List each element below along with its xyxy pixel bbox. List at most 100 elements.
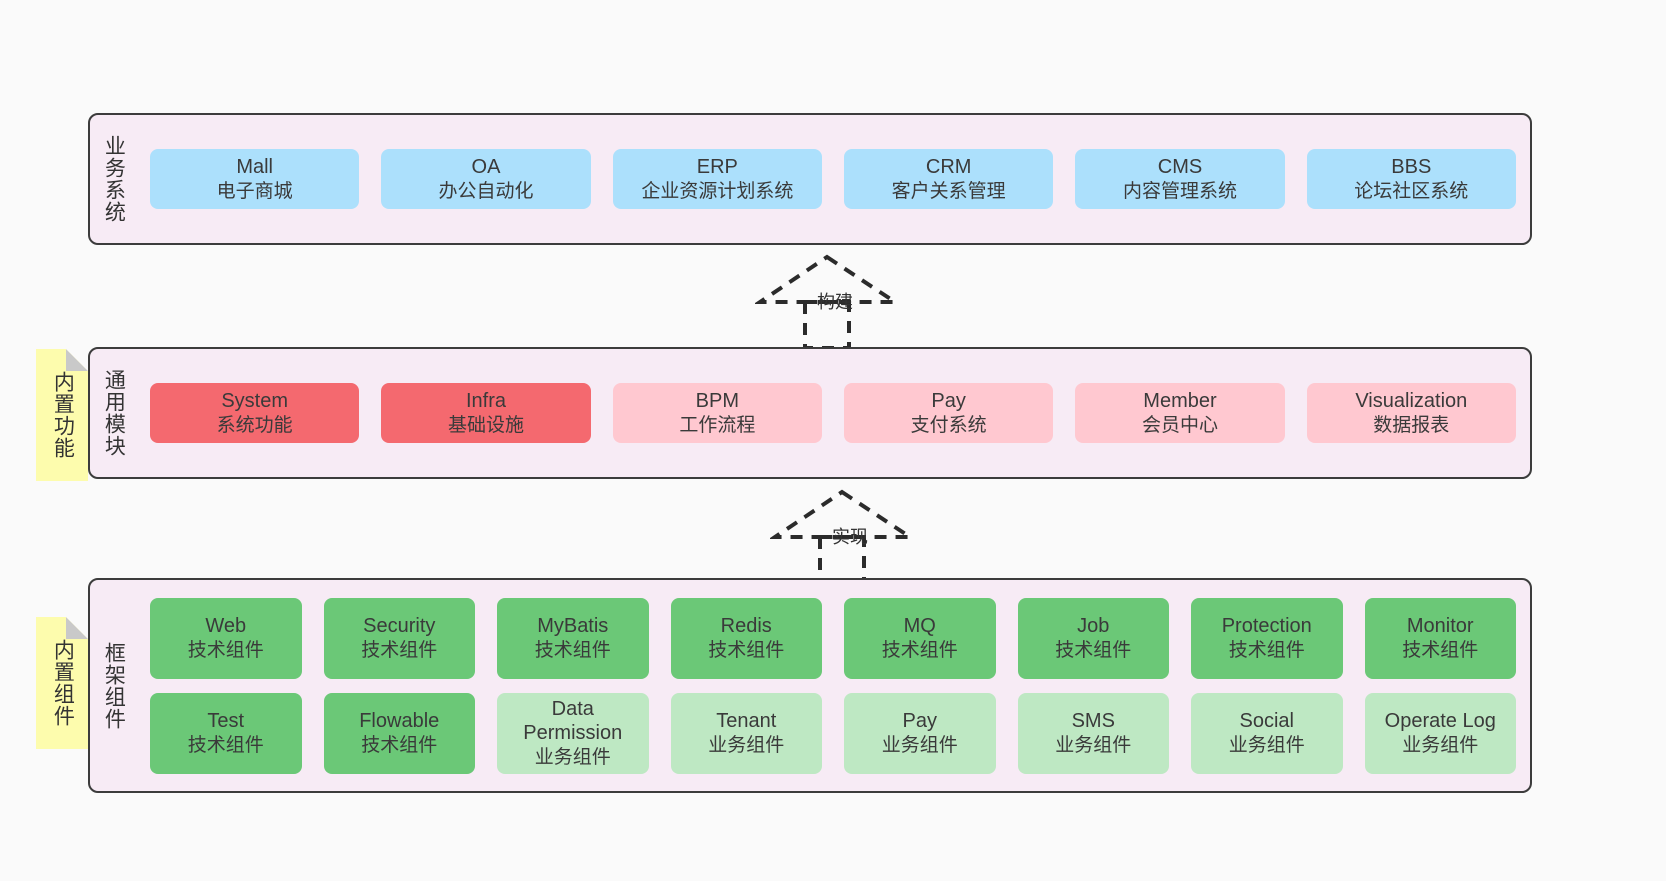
layer-business-system: 业务系统 Mall 电子商城 OA 办公自动化 ERP 企业资源计划系统 CRM… [88,113,1532,245]
layer-body-common-module: System 系统功能 Infra 基础设施 BPM 工作流程 Pay 支付系统… [136,349,1530,477]
card-title: Job [1077,615,1110,638]
layer-common-module: 通用模块 System 系统功能 Infra 基础设施 BPM 工作流程 Pay… [88,347,1532,479]
card-row: Web 技术组件 Security 技术组件 MyBatis 技术组件 Redi… [150,597,1516,679]
card-subtitle: 数据报表 [1373,414,1450,436]
card-title: Protection [1221,615,1312,638]
card-social[interactable]: Social 业务组件 [1191,692,1343,774]
card-row: System 系统功能 Infra 基础设施 BPM 工作流程 Pay 支付系统… [150,383,1516,443]
layer-body-business-system: Mall 电子商城 OA 办公自动化 ERP 企业资源计划系统 CRM 客户关系… [136,115,1530,243]
card-data-permission[interactable]: Data Permission 业务组件 [497,692,649,774]
card-title: ERP [696,156,738,179]
card-subtitle: 系统功能 [216,414,293,436]
card-title: Monitor [1406,615,1474,638]
card-subtitle: 技术组件 [708,639,785,661]
card-flowable[interactable]: Flowable 技术组件 [323,692,475,774]
card-tenant[interactable]: Tenant 业务组件 [670,692,822,774]
card-title: Infra [465,390,506,413]
card-subtitle: 技术组件 [361,734,438,756]
note-label: 内置组件 [51,639,75,727]
card-title: Test [207,710,245,733]
card-subtitle: 业务组件 [1055,734,1132,756]
card-title: Tenant [716,710,777,733]
card-subtitle: 业务组件 [1228,734,1305,756]
card-job[interactable]: Job 技术组件 [1017,597,1169,679]
card-subtitle: 业务组件 [534,746,611,768]
card-title: Flowable [359,710,440,733]
card-bpm[interactable]: BPM 工作流程 [612,383,822,443]
layer-title-common-module: 通用模块 [102,369,126,457]
card-visualization[interactable]: Visualization 数据报表 [1306,383,1516,443]
note-fold-icon [66,349,88,371]
card-row: Test 技术组件 Flowable 技术组件 Data Permission … [150,692,1516,774]
card-system[interactable]: System 系统功能 [150,383,360,443]
card-title: System [221,390,288,413]
card-mall[interactable]: Mall 电子商城 [150,149,360,209]
card-sms[interactable]: SMS 业务组件 [1017,692,1169,774]
card-title: BPM [695,390,739,413]
note-fold-icon [66,617,88,639]
card-title: Security [363,615,436,638]
connector-implement: 实现 [768,487,920,585]
card-subtitle: 内容管理系统 [1122,180,1237,202]
layer-body-framework-component: Web 技术组件 Security 技术组件 MyBatis 技术组件 Redi… [136,580,1530,791]
card-title: Pay [902,710,937,733]
card-subtitle: 技术组件 [1055,639,1132,661]
card-protection[interactable]: Protection 技术组件 [1191,597,1343,679]
card-subtitle: 技术组件 [881,639,958,661]
card-title: MQ [903,615,936,638]
card-title: Visualization [1355,390,1468,413]
card-title: OA [471,156,501,179]
note-builtin-function: 内置功能 [36,349,88,481]
card-subtitle: 技术组件 [187,734,264,756]
card-subtitle: 企业资源计划系统 [641,180,794,202]
card-title: Redis [720,615,772,638]
card-member[interactable]: Member 会员中心 [1075,383,1285,443]
card-test[interactable]: Test 技术组件 [150,692,302,774]
card-crm[interactable]: CRM 客户关系管理 [843,149,1054,209]
card-title: Data Permission [523,698,623,745]
card-cms[interactable]: CMS 内容管理系统 [1075,149,1285,209]
card-subtitle: 业务组件 [1402,734,1479,756]
card-pay-module[interactable]: Pay 支付系统 [843,383,1054,443]
card-subtitle: 客户关系管理 [891,180,1006,202]
card-monitor[interactable]: Monitor 技术组件 [1364,597,1516,679]
card-subtitle: 技术组件 [361,639,438,661]
card-subtitle: 电子商城 [216,180,293,202]
card-title: Social [1239,710,1294,733]
card-subtitle: 技术组件 [187,639,264,661]
card-mybatis[interactable]: MyBatis 技术组件 [497,597,649,679]
card-title: MyBatis [537,615,609,638]
card-bbs[interactable]: BBS 论坛社区系统 [1306,149,1516,209]
card-operate-log[interactable]: Operate Log 业务组件 [1364,692,1516,774]
card-subtitle: 业务组件 [881,734,958,756]
layer-framework-component: 框架组件 Web 技术组件 Security 技术组件 MyBatis 技术组件… [88,578,1532,793]
connector-label-implement: 实现 [832,527,868,547]
card-infra[interactable]: Infra 基础设施 [381,383,591,443]
card-title: Pay [931,390,966,413]
card-title: SMS [1071,710,1115,733]
card-title: CMS [1157,156,1203,179]
card-title: Operate Log [1384,710,1496,733]
card-security[interactable]: Security 技术组件 [323,597,475,679]
card-title: Member [1143,390,1217,413]
card-subtitle: 会员中心 [1141,414,1218,436]
connector-label-build: 构建 [817,292,853,312]
layer-title-business-system: 业务系统 [102,135,126,223]
card-pay-component[interactable]: Pay 业务组件 [844,692,996,774]
card-subtitle: 业务组件 [708,734,785,756]
card-subtitle: 论坛社区系统 [1354,180,1469,202]
card-redis[interactable]: Redis 技术组件 [670,597,822,679]
layer-title-framework-component: 框架组件 [102,641,126,730]
card-subtitle: 办公自动化 [438,180,534,202]
note-builtin-component: 内置组件 [36,617,88,749]
card-row: Mall 电子商城 OA 办公自动化 ERP 企业资源计划系统 CRM 客户关系… [150,149,1516,209]
card-subtitle: 工作流程 [679,414,756,436]
card-web[interactable]: Web 技术组件 [150,597,302,679]
card-subtitle: 支付系统 [910,414,987,436]
card-subtitle: 基础设施 [447,414,524,436]
card-erp[interactable]: ERP 企业资源计划系统 [612,149,822,209]
card-mq[interactable]: MQ 技术组件 [844,597,996,679]
card-oa[interactable]: OA 办公自动化 [381,149,591,209]
card-title: Mall [236,156,273,179]
